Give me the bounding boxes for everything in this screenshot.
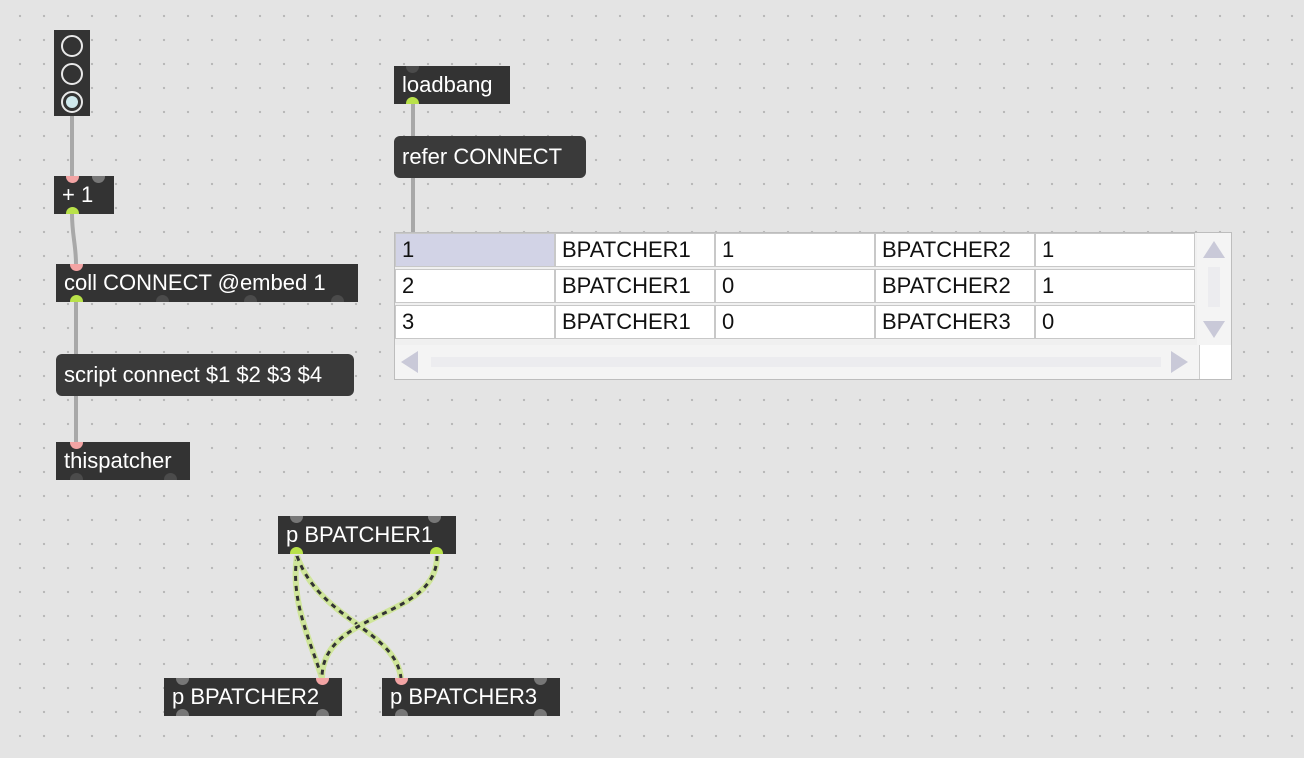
outlet[interactable] xyxy=(430,547,443,554)
outlet[interactable] xyxy=(534,709,547,716)
outlet[interactable] xyxy=(70,295,83,302)
inlet[interactable] xyxy=(428,516,441,523)
object-label: coll CONNECT @embed 1 xyxy=(64,270,326,295)
horizontal-scrollbar[interactable] xyxy=(395,345,1199,379)
vertical-scrollbar[interactable] xyxy=(1197,233,1231,345)
cell-r1-c4[interactable]: BPATCHER2 xyxy=(875,233,1035,267)
object-label: + 1 xyxy=(62,182,94,207)
inlet[interactable] xyxy=(406,66,419,73)
thispatcher-object[interactable]: thispatcher xyxy=(56,442,190,480)
outlet[interactable] xyxy=(156,295,169,302)
scroll-up-icon[interactable] xyxy=(1203,241,1225,258)
cell-r1-c2[interactable]: BPATCHER1 xyxy=(555,233,715,267)
bpatcher1-subpatch[interactable]: p BPATCHER1 xyxy=(278,516,456,554)
object-label: p BPATCHER3 xyxy=(390,684,538,709)
cell-r1-c3[interactable]: 1 xyxy=(715,233,875,267)
cell-r1-c5[interactable]: 1 xyxy=(1035,233,1195,267)
cord-plus-to-coll[interactable] xyxy=(70,213,78,265)
scroll-down-icon[interactable] xyxy=(1203,321,1225,338)
inlet[interactable] xyxy=(92,176,105,183)
inlet[interactable] xyxy=(70,442,83,449)
outlet[interactable] xyxy=(406,97,419,104)
radio-option-2[interactable] xyxy=(61,63,83,85)
horizontal-scroll-thumb[interactable] xyxy=(431,357,1161,367)
cell-r1-c1[interactable]: 1 xyxy=(395,233,555,267)
cell-r3-c4[interactable]: BPATCHER3 xyxy=(875,305,1035,339)
radio-option-3[interactable] xyxy=(61,91,83,113)
scrollbar-corner xyxy=(1199,345,1231,379)
outlet[interactable] xyxy=(290,547,303,554)
refer-connect-message[interactable]: refer CONNECT xyxy=(394,136,586,178)
outlet[interactable] xyxy=(331,295,344,302)
inlet[interactable] xyxy=(290,516,303,523)
cell-r3-c1[interactable]: 3 xyxy=(395,305,555,339)
message-label: refer CONNECT xyxy=(402,144,563,169)
vertical-scroll-thumb[interactable] xyxy=(1208,267,1220,307)
inlet[interactable] xyxy=(66,176,79,183)
scroll-left-icon[interactable] xyxy=(401,351,418,373)
cell-r2-c1[interactable]: 2 xyxy=(395,269,555,303)
inlet[interactable] xyxy=(176,678,189,685)
outlet[interactable] xyxy=(244,295,257,302)
object-label: loadbang xyxy=(402,72,493,97)
outlet[interactable] xyxy=(395,709,408,716)
coll-object[interactable]: coll CONNECT @embed 1 xyxy=(56,264,358,302)
script-connect-message[interactable]: script connect $1 $2 $3 $4 xyxy=(56,354,354,396)
cell-r2-c5[interactable]: 1 xyxy=(1035,269,1195,303)
cell-r3-c2[interactable]: BPATCHER1 xyxy=(555,305,715,339)
outlet[interactable] xyxy=(66,207,79,214)
bpatcher3-subpatch[interactable]: p BPATCHER3 xyxy=(382,678,560,716)
cell-r2-c3[interactable]: 0 xyxy=(715,269,875,303)
cell-r2-c4[interactable]: BPATCHER2 xyxy=(875,269,1035,303)
radiogroup[interactable] xyxy=(54,30,90,116)
plus-one-object[interactable]: + 1 xyxy=(54,176,114,214)
message-label: script connect $1 $2 $3 $4 xyxy=(64,362,323,387)
inlet[interactable] xyxy=(534,678,547,685)
outlet[interactable] xyxy=(164,473,177,480)
scroll-right-icon[interactable] xyxy=(1171,351,1188,373)
bpatcher2-subpatch[interactable]: p BPATCHER2 xyxy=(164,678,342,716)
loadbang-object[interactable]: loadbang xyxy=(394,66,510,104)
inlet[interactable] xyxy=(316,678,329,685)
outlet[interactable] xyxy=(70,473,83,480)
inlet[interactable] xyxy=(70,264,83,271)
cell-r3-c5[interactable]: 0 xyxy=(1035,305,1195,339)
radio-option-1[interactable] xyxy=(61,35,83,57)
object-label: thispatcher xyxy=(64,448,172,473)
cords-bpatcher1-to-bpatchers[interactable] xyxy=(292,554,440,679)
inlet[interactable] xyxy=(395,678,408,685)
outlet[interactable] xyxy=(176,709,189,716)
object-label: p BPATCHER2 xyxy=(172,684,320,709)
object-label: p BPATCHER1 xyxy=(286,522,434,547)
cellblock[interactable]: 1 BPATCHER1 1 BPATCHER2 1 2 BPATCHER1 0 … xyxy=(394,232,1232,380)
outlet[interactable] xyxy=(316,709,329,716)
cell-r3-c3[interactable]: 0 xyxy=(715,305,875,339)
cell-r2-c2[interactable]: BPATCHER1 xyxy=(555,269,715,303)
